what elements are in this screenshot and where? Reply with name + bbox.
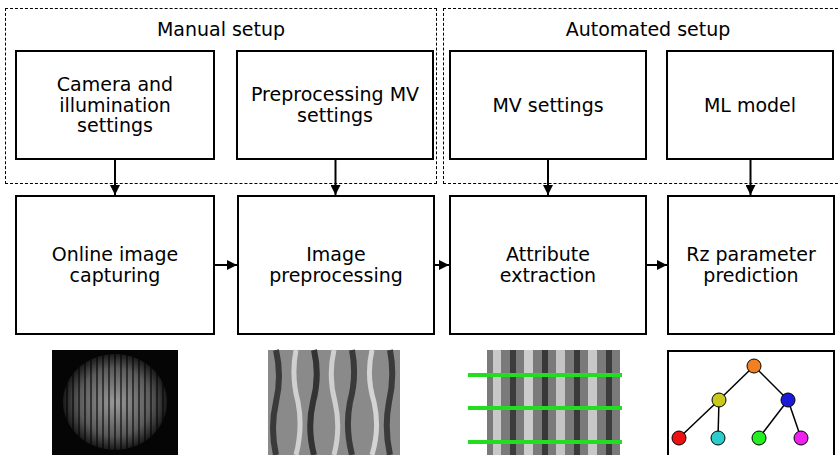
box-label: Online image capturing [23,244,207,286]
group-title: Manual setup [6,19,436,40]
flow-arrow [114,160,116,195]
box-label: ML model [704,95,796,116]
process-box: Preprocessing MV settings [236,50,434,160]
process-box: Attribute extraction [449,195,647,335]
flow-arrow [335,160,337,195]
process-box: Image preprocessing [237,195,435,335]
box-label: Rz parameter prediction [675,244,827,286]
flow-arrow [547,160,549,195]
flow-arrow [215,264,237,266]
setup-group: Manual setupCamera and illumination sett… [5,8,437,184]
process-box: MV settings [449,50,647,160]
setup-group: Automated setup MV settings ML model [443,8,838,184]
box-label: Preprocessing MV settings [244,84,426,126]
captured-image [52,350,178,455]
box-label: Image preprocessing [245,244,427,286]
box-label: Attribute extraction [457,244,639,286]
attribute-image [468,350,622,455]
box-label: MV settings [492,95,603,116]
process-box: ML model [666,50,834,160]
process-box: Online image capturing [15,195,215,335]
decision-tree-icon [668,351,834,455]
box-label: Camera and illumination settings [23,74,207,137]
group-title: Automated setup [444,19,838,40]
process-box: Rz parameter prediction [667,195,835,335]
flow-arrow [435,264,449,266]
preprocessed-image [268,350,400,455]
flow-arrow [750,160,752,195]
flow-arrow [647,264,667,266]
process-box: Camera and illumination settings [15,50,215,160]
